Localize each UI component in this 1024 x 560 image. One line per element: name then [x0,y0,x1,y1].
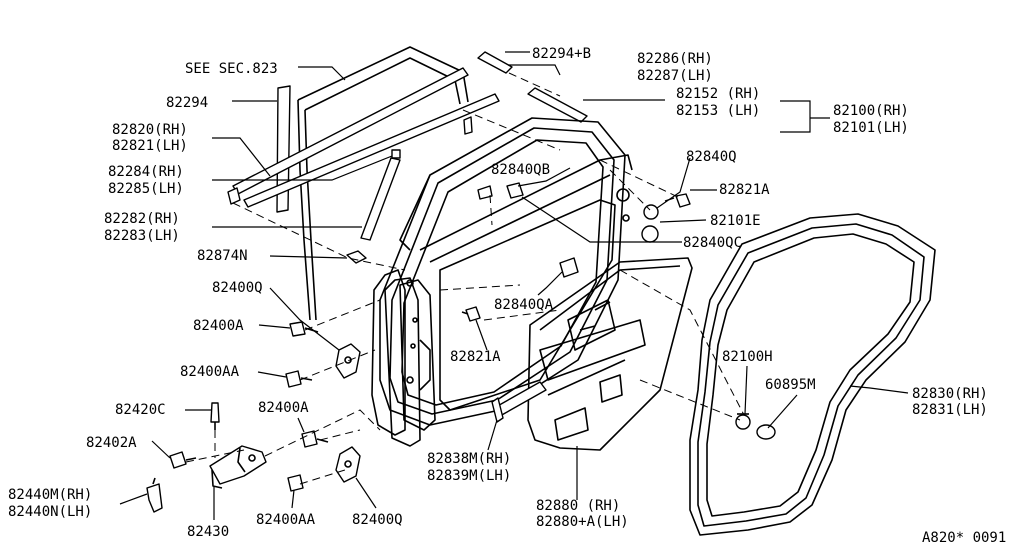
label-82294b: 82294+B [532,46,591,62]
label-82152: 82152 (RH) [676,86,760,102]
part-60895m-grommet [756,424,776,440]
label-82286: 82286(RH) [637,51,713,67]
label-82400q-bot: 82400Q [352,512,403,528]
label-82840qc: 82840QC [683,235,742,251]
label-82821: 82821(LH) [112,138,188,154]
label-82283: 82283(LH) [104,228,180,244]
label-82287: 82287(LH) [637,68,713,84]
label-82100h: 82100H [722,349,773,365]
part-82821a-screw-mid [461,306,481,322]
part-82400q-hinge-upper [335,343,361,379]
part-82840qa-clip [559,257,579,278]
label-82400q-top: 82400Q [212,280,263,296]
label-82284: 82284(RH) [108,164,184,180]
part-82440m-bracket [146,477,163,513]
label-82420c: 82420C [115,402,166,418]
part-82284-weatherstrip [243,93,500,208]
label-82874n: 82874N [197,248,248,264]
label-82821a-top: 82821A [719,182,770,198]
door-sash-channel [297,46,469,321]
label-82282: 82282(RH) [104,211,180,227]
part-82282-run [360,149,401,241]
label-82880-rh: 82880 (RH) [536,498,620,514]
part-82400q-hinge-lower [335,446,361,483]
label-82880-lh: 82880+A(LH) [536,514,629,530]
part-82840qb-clip [477,182,524,200]
label-82285: 82285(LH) [108,181,184,197]
label-82830: 82830(RH) [912,386,988,402]
label-82440m: 82440M(RH) [8,487,92,503]
part-82100h-plug [735,413,751,430]
part-82838m-strip [491,381,547,423]
label-see-sec-823: SEE SEC.823 [185,61,278,77]
label-82840q: 82840Q [686,149,737,165]
label-82101e: 82101E [710,213,761,229]
part-82400aa-bolt-lower [287,474,304,492]
label-82400aa-top: 82400AA [180,364,240,380]
label-82101: 82101(LH) [833,120,909,136]
door-shell [371,117,633,447]
part-82294b-clip [477,51,513,74]
part-82402a-bolt [169,451,197,469]
assembly-guide-lines [185,72,745,485]
label-82400a-bot: 82400A [258,400,309,416]
part-82820-moulding [227,67,469,205]
label-ref-code: A820* 0091 [922,530,1006,546]
label-82294: 82294 [166,95,208,111]
label-82430: 82430 [187,524,229,540]
part-82830-weatherstrip [689,213,936,536]
part-82101e-cap [641,225,659,243]
part-82880-trim-panel [527,257,693,451]
part-82400a-bolt-lower [301,430,329,448]
label-82402a: 82402A [86,435,137,451]
part-82430-hinge-body [209,445,267,489]
label-82440n: 82440N(LH) [8,504,92,520]
part-82420c-pin [210,402,220,430]
part-82874n-clip [346,250,367,264]
part-labels: SEE SEC.823 82294 82294+B 82286(RH) 8228… [8,46,1006,546]
label-82153: 82153 (LH) [676,103,760,119]
part-82400aa-bolt-upper [285,370,313,388]
label-82100: 82100(RH) [833,103,909,119]
label-60895m: 60895M [765,377,816,393]
label-82820: 82820(RH) [112,122,188,138]
label-82400aa-bot: 82400AA [256,512,316,528]
label-82838m: 82838M(RH) [427,451,511,467]
label-82840qa: 82840QA [494,297,554,313]
label-82840qb: 82840QB [491,162,550,178]
label-82400a-top: 82400A [193,318,244,334]
label-82821a-mid: 82821A [450,349,501,365]
leader-lines [119,51,909,520]
label-82839m: 82839M(LH) [427,468,511,484]
part-82821a-screw-top [664,193,691,208]
part-82152-strip [527,87,588,123]
label-82831: 82831(LH) [912,402,988,418]
part-82840q-cap [643,204,659,220]
part-82400a-bolt-upper [289,321,319,337]
